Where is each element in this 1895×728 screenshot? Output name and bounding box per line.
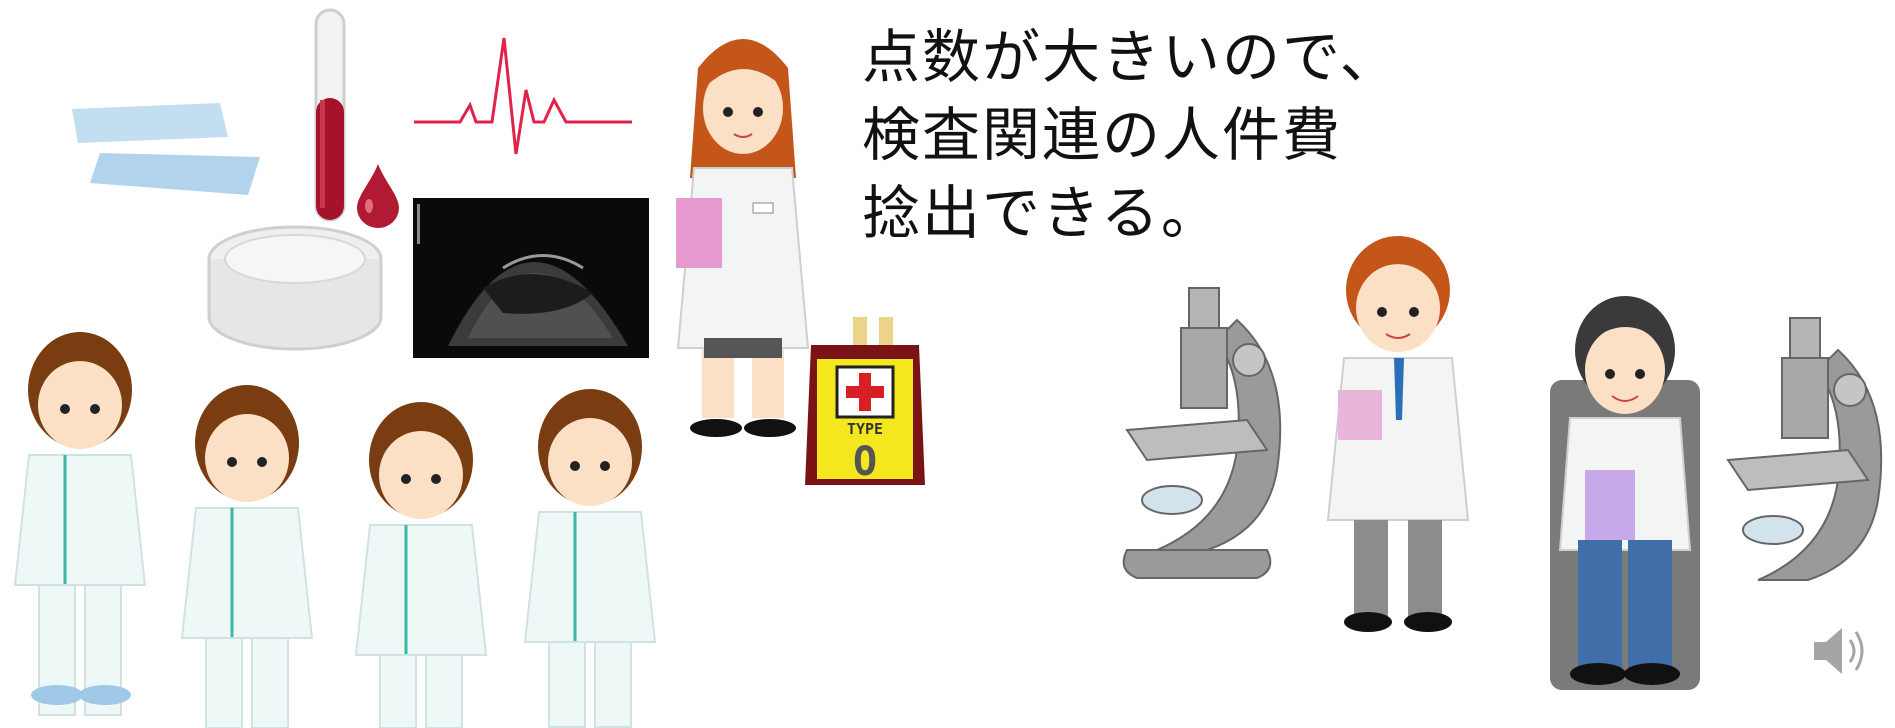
nurse-figure-1 <box>13 332 147 716</box>
test-tube-icon <box>314 8 346 222</box>
ultrasound-image <box>413 198 649 358</box>
microscope-icon <box>1726 317 1883 581</box>
petri-dish-icon <box>207 225 383 351</box>
ecg-waveform-icon <box>414 37 632 155</box>
blood-type-label: TYPE <box>847 420 883 438</box>
blood-group-label: O <box>853 439 877 485</box>
slide-glass-icon <box>72 103 260 195</box>
seated-doctor-figure <box>1550 296 1700 690</box>
female-doctor-figure <box>676 39 810 437</box>
nurse-figure-4 <box>523 389 657 728</box>
male-doctor-figure <box>1326 236 1470 632</box>
blood-bag-icon: TYPE O <box>805 317 925 485</box>
blood-drop-icon <box>357 164 399 228</box>
speaker-icon[interactable] <box>1810 622 1872 680</box>
microscope-icon <box>1122 287 1282 579</box>
caption-line-1: 点数が大きいので、 <box>862 23 1400 91</box>
nurse-figure-2 <box>180 385 314 728</box>
caption-text: 点数が大きいので、 検査関連の人件費 捻出できる。 <box>862 18 1400 252</box>
caption-line-3: 捻出できる。 <box>862 179 1221 247</box>
nurse-figure-3 <box>354 402 488 728</box>
caption-line-2: 検査関連の人件費 <box>862 101 1343 169</box>
